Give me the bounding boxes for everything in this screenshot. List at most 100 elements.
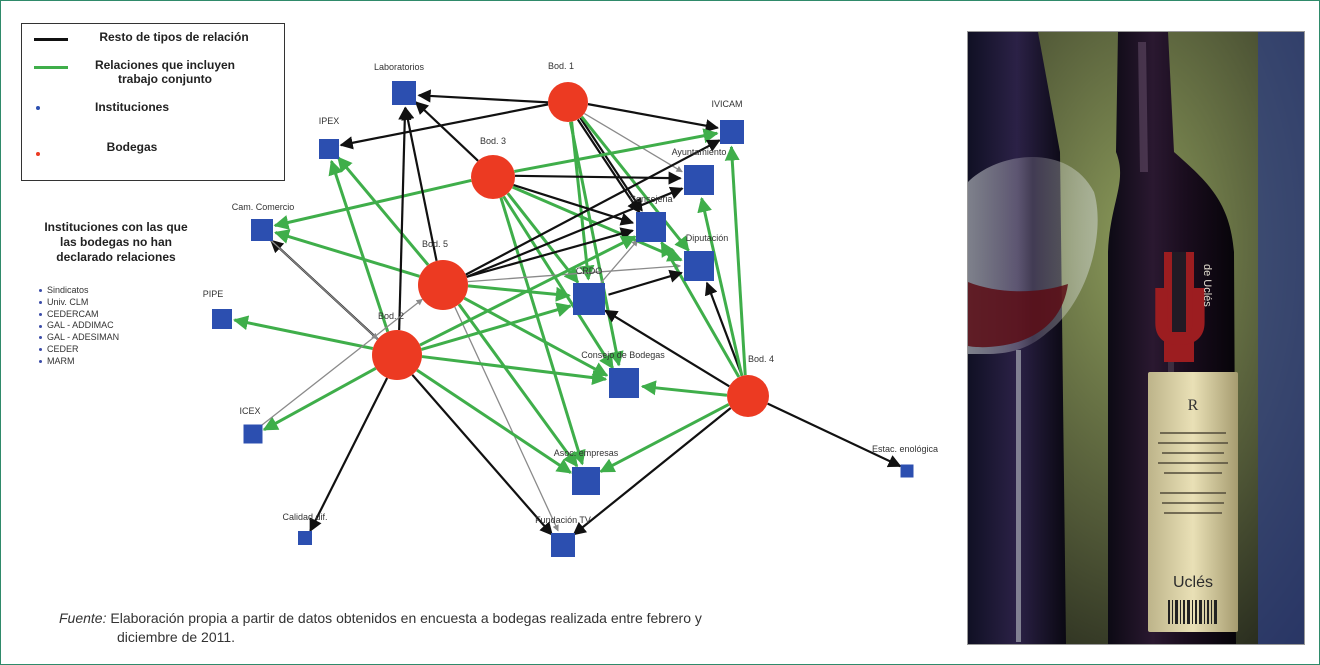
node-label-consbod: Consejo de Bodegas xyxy=(581,350,665,360)
edge-bod4-crdo xyxy=(604,309,730,388)
institution-node-fundtv xyxy=(551,533,575,557)
edge-bod2-fundtv xyxy=(411,374,553,536)
institution-node-dipu xyxy=(684,251,714,281)
edge-bod4-dipu xyxy=(704,281,744,377)
list-item: Sindicatos xyxy=(39,285,119,297)
institution-node-asoc xyxy=(572,467,600,495)
node-label-icex: ICEX xyxy=(239,406,260,416)
legend-institutions-label: Instituciones xyxy=(94,100,169,114)
source-text: Elaboración propia a partir de datos obt… xyxy=(110,610,702,626)
institution-node-crdo xyxy=(573,283,605,315)
edge-bod2-pipe xyxy=(232,315,374,350)
label-emblem: R xyxy=(1188,397,1199,414)
institution-node-estac xyxy=(900,464,914,478)
nodes-layer xyxy=(212,81,914,557)
edge-bod4-estac xyxy=(767,402,902,468)
institution-node-pipe xyxy=(212,309,232,329)
edge-bod3-lab xyxy=(414,101,479,162)
edge-bod1-ayto xyxy=(584,112,683,173)
isolated-institutions-title: Instituciones con las que las bodegas no… xyxy=(33,220,199,265)
legend-institution-marker xyxy=(36,106,40,110)
edge-bod3-consbod xyxy=(502,195,615,370)
list-item: MARM xyxy=(39,356,119,368)
node-label-bod4: Bod. 4 xyxy=(748,354,774,364)
node-label-bod3: Bod. 3 xyxy=(480,136,506,146)
isolated-title-line: las bodegas no han xyxy=(59,235,173,249)
winery-node-bod3 xyxy=(471,155,515,199)
edge-bod5-ayto xyxy=(466,186,684,278)
winery-node-bod5 xyxy=(418,260,468,310)
edge-bod4-asoc xyxy=(599,403,730,473)
institution-node-consbod xyxy=(609,368,639,398)
edge-bod1-dipu xyxy=(580,115,690,252)
isolated-title-line: Instituciones con las que xyxy=(44,220,188,234)
legend-green-label-2: trabajo conjunto xyxy=(118,72,212,86)
node-label-bod5: Bod. 5 xyxy=(422,239,448,249)
node-label-bod1: Bod. 1 xyxy=(548,61,574,71)
edge-bod5-camcom xyxy=(274,229,420,278)
institution-node-ivicam xyxy=(720,120,744,144)
label-vertical-text: de Uclés xyxy=(1201,264,1213,307)
edge-bod5-fundtv xyxy=(454,306,559,532)
list-item: GAL - ADESIMAN xyxy=(39,332,119,344)
edge-bod4-consej xyxy=(660,241,741,378)
node-label-ayto: Ayuntamiento xyxy=(672,147,727,157)
node-label-calidad: Calidad dif. xyxy=(282,512,327,522)
node-label-camcom: Cam. Comercio xyxy=(232,202,295,212)
edge-bod4-consbod xyxy=(640,380,728,397)
list-item: CEDERCAM xyxy=(39,309,119,321)
legend-wineries-label: Bodegas xyxy=(106,140,158,154)
winery-node-bod1 xyxy=(548,82,588,122)
edge-bod5-consej xyxy=(466,227,634,278)
edge-bod5-crdo xyxy=(467,284,571,302)
institution-node-ipex xyxy=(319,139,339,159)
edge-crdo-dipu xyxy=(608,269,683,296)
edge-bod2-lab xyxy=(398,106,412,331)
edge-bod2-crdo xyxy=(421,302,572,351)
label-big-letter: U xyxy=(1150,271,1209,362)
winery-node-bod2 xyxy=(372,330,422,380)
legend-green-line xyxy=(34,66,68,69)
node-label-estac: Estac. enológica xyxy=(872,444,938,454)
edge-camcom-bod2 xyxy=(270,239,379,340)
edge-bod4-ayto xyxy=(697,197,744,377)
institution-node-lab xyxy=(392,81,416,105)
edge-bod3-ayto xyxy=(515,171,682,185)
edge-bod5-ivicam xyxy=(465,139,721,276)
edge-bod5-lab xyxy=(401,106,438,262)
edge-bod4-fundtv xyxy=(572,407,732,536)
edge-bod2-consej xyxy=(419,235,637,347)
institution-node-camcom xyxy=(251,219,273,241)
list-item: CEDER xyxy=(39,344,119,356)
node-label-bod2: Bod. 2 xyxy=(378,311,404,321)
list-item: GAL - ADDIMAC xyxy=(39,320,119,332)
legend-green-label-1: Relaciones que incluyen xyxy=(94,58,236,72)
edges-layer xyxy=(232,89,902,536)
edge-bod1-ivicam xyxy=(587,103,719,133)
source-label: Fuente: xyxy=(59,610,107,626)
legend-black-label: Resto de tipos de relación xyxy=(99,30,249,44)
edge-bod2-asoc xyxy=(416,368,572,474)
edge-bod2-icex xyxy=(262,367,377,431)
node-label-lab: Laboratorios xyxy=(374,62,425,72)
institution-node-ayto xyxy=(684,165,714,195)
institution-node-consej xyxy=(636,212,666,242)
legend-black-line xyxy=(34,38,68,41)
edge-bod3-ivicam xyxy=(514,128,719,173)
node-label-pipe: PIPE xyxy=(203,289,224,299)
node-label-consej: Consejeria xyxy=(629,194,672,204)
legend: Resto de tipos de relación Relaciones qu… xyxy=(21,23,285,181)
source-note: Fuente: Elaboración propia a partir de d… xyxy=(59,609,899,647)
edge-bod4-ivicam xyxy=(724,145,747,376)
edge-icex-bod5 xyxy=(260,298,423,427)
edge-bod2-calidad xyxy=(309,377,389,533)
edge-bod1-consbod xyxy=(568,121,624,367)
node-label-ipex: IPEX xyxy=(319,116,340,126)
isolated-title-line: declarado relaciones xyxy=(56,250,176,264)
edge-crdo-consej xyxy=(600,239,639,284)
edge-bod5-ipex xyxy=(336,156,430,266)
isolated-institutions-list: Sindicatos Univ. CLM CEDERCAM GAL - ADDI… xyxy=(39,285,119,368)
node-label-fundtv: Fundación TV xyxy=(535,515,591,525)
